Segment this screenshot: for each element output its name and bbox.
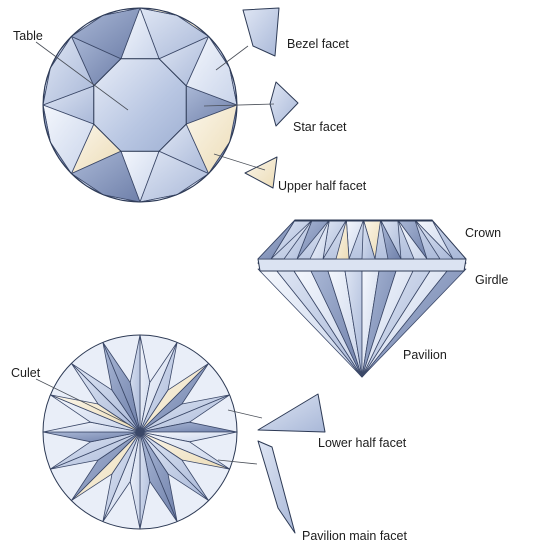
leader-lines (35, 41, 275, 465)
facet-labels: Table Bezel facet Star facet Upper half … (11, 29, 508, 543)
upper-half-facet (380, 219, 402, 260)
upper-half-facet-shape (244, 156, 278, 189)
crown-top-view (42, 7, 238, 203)
pavilion-main-facet-shape (257, 440, 296, 534)
label-bezel-facet: Bezel facet (287, 37, 349, 51)
pavilion-girdle-outline (42, 334, 238, 530)
pavilion-main-facet (129, 334, 141, 433)
bezel-facet-shape (242, 7, 280, 57)
label-crown: Crown (465, 226, 501, 240)
upper-half-facet (361, 219, 376, 260)
pavilion-bottom-view (42, 334, 238, 530)
label-pavilion-main-facet: Pavilion main facet (302, 529, 407, 543)
diamond-side-view (257, 219, 467, 378)
upper-half-facet (283, 219, 313, 260)
label-culet: Culet (11, 366, 41, 380)
upper-half-facet (335, 219, 350, 260)
girdle-band (257, 258, 467, 272)
table-edge (294, 219, 433, 222)
label-girdle: Girdle (475, 273, 508, 287)
star-facet-shape (269, 81, 299, 127)
label-table: Table (13, 29, 43, 43)
label-pavilion: Pavilion (403, 348, 447, 362)
upper-half-facet (397, 219, 428, 260)
label-lower-half-facet: Lower half facet (318, 436, 407, 450)
label-upper-half-facet: Upper half facet (278, 179, 367, 193)
lower-half-facet-shape (257, 393, 326, 433)
upper-half-facet (309, 219, 330, 260)
upper-half-facet (414, 219, 454, 260)
upper-half-facet (257, 219, 296, 260)
table-facet (93, 58, 187, 152)
label-star-facet: Star facet (293, 120, 347, 134)
